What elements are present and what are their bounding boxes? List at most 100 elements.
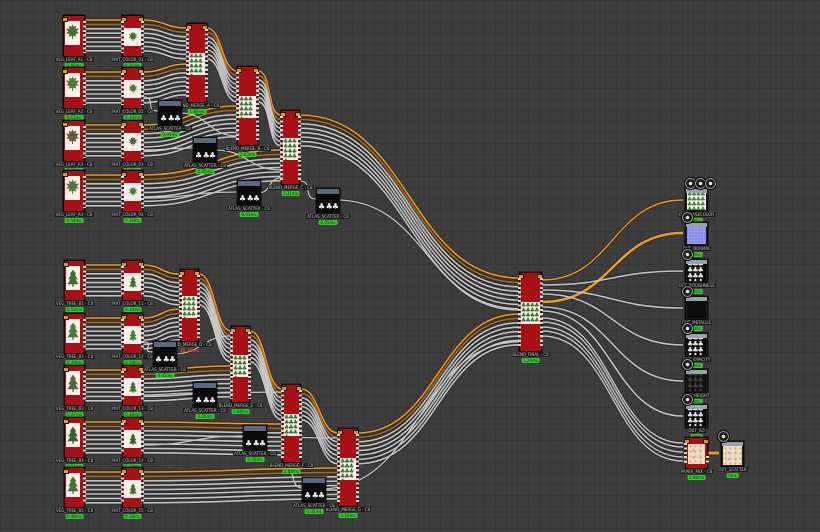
wire[interactable] xyxy=(142,166,282,194)
wire[interactable] xyxy=(142,435,244,446)
output-ports[interactable] xyxy=(141,126,144,158)
wire[interactable] xyxy=(541,335,684,462)
wire[interactable] xyxy=(142,369,232,376)
wire[interactable] xyxy=(257,96,282,143)
wire[interactable] xyxy=(142,290,181,302)
output-pin-icon[interactable] xyxy=(718,431,729,442)
wire[interactable] xyxy=(198,273,232,332)
wire[interactable] xyxy=(541,330,684,458)
input-port-orange[interactable] xyxy=(281,386,287,391)
wire[interactable] xyxy=(299,131,520,297)
wire[interactable] xyxy=(142,396,232,402)
input-port-orange[interactable] xyxy=(63,262,69,267)
input-ports[interactable] xyxy=(121,266,124,297)
wire[interactable] xyxy=(257,92,282,138)
wire[interactable] xyxy=(142,32,188,42)
output-ports[interactable] xyxy=(540,278,543,348)
input-ports[interactable] xyxy=(337,434,340,503)
wire[interactable] xyxy=(300,419,339,465)
wire[interactable] xyxy=(198,286,232,345)
wire[interactable] xyxy=(206,49,238,94)
input-port-orange[interactable] xyxy=(62,172,68,177)
output-ports[interactable] xyxy=(141,423,144,454)
wire[interactable] xyxy=(356,313,520,434)
wire[interactable] xyxy=(541,231,684,304)
output-ports[interactable] xyxy=(83,319,86,350)
wire[interactable] xyxy=(249,343,283,403)
input-port-orange[interactable] xyxy=(280,112,286,117)
wire[interactable] xyxy=(142,321,181,332)
wire[interactable] xyxy=(356,322,520,443)
input-port-orange[interactable] xyxy=(63,315,69,320)
output-ports[interactable] xyxy=(83,73,86,105)
output-ports[interactable] xyxy=(83,126,86,158)
wire[interactable] xyxy=(249,356,283,417)
merge-node-mla[interactable]: ♣♣♣♣♣♣♣♣♣♣♣♣♣♣♣♣BLEND_MERGE_D - C835.36m… xyxy=(166,269,213,353)
input-port-orange[interactable] xyxy=(236,68,242,73)
input-port-orange[interactable] xyxy=(121,17,127,22)
input-ports[interactable] xyxy=(121,473,124,504)
wire[interactable] xyxy=(142,175,282,203)
output-ports[interactable] xyxy=(83,176,86,208)
wire[interactable] xyxy=(198,282,232,341)
wire[interactable] xyxy=(541,293,684,346)
wire[interactable] xyxy=(249,347,283,408)
input-ports[interactable] xyxy=(281,390,284,459)
wire[interactable] xyxy=(142,131,238,153)
output-pin-icon[interactable] xyxy=(705,178,716,189)
wire[interactable] xyxy=(142,63,188,73)
merge-node-mlc[interactable]: ♣♣♣♣♣♣♣♣♣♣♣♣♣♣♣♣BLEND_MERGE_F - C82.88ms xyxy=(268,384,315,474)
output-ports[interactable] xyxy=(141,73,144,105)
wire[interactable] xyxy=(198,304,232,363)
input-port-orange[interactable] xyxy=(62,17,68,22)
input-port-orange[interactable] xyxy=(121,419,127,424)
wire[interactable] xyxy=(142,171,282,198)
output-ports[interactable] xyxy=(356,434,359,503)
wire[interactable] xyxy=(142,67,188,78)
output-ports[interactable] xyxy=(248,332,251,399)
wire[interactable] xyxy=(142,127,238,148)
wire[interactable] xyxy=(142,36,188,47)
input-ports[interactable] xyxy=(179,275,182,338)
wire[interactable] xyxy=(299,136,520,301)
wire[interactable] xyxy=(142,476,339,482)
input-port-orange[interactable] xyxy=(186,25,192,30)
output-pin-icon[interactable] xyxy=(682,212,693,223)
output-ports[interactable] xyxy=(83,371,86,402)
output-ports[interactable] xyxy=(141,319,144,350)
wire[interactable] xyxy=(142,341,154,353)
input-port-orange[interactable] xyxy=(179,271,185,276)
wire[interactable] xyxy=(142,281,181,293)
output-ports[interactable] xyxy=(83,473,86,504)
wire[interactable] xyxy=(142,28,188,38)
wire[interactable] xyxy=(142,94,188,104)
input-ports[interactable] xyxy=(121,423,124,454)
wire[interactable] xyxy=(249,330,283,390)
wire[interactable] xyxy=(142,80,188,91)
output-pin-icon[interactable] xyxy=(682,286,693,297)
wire[interactable] xyxy=(299,140,520,306)
wire[interactable] xyxy=(249,352,283,412)
merge-node-ma[interactable]: ♣♣♣♣♣♣♣♣♣♣♣♣♣♣♣♣BLEND_MERGE_A - C81.84ms xyxy=(173,23,221,114)
output-ports[interactable] xyxy=(83,266,86,297)
wire[interactable] xyxy=(300,410,339,456)
output-pin-icon[interactable] xyxy=(682,249,693,260)
wire[interactable] xyxy=(300,397,339,443)
merge-node-mb[interactable]: ♣♣♣♣♣♣♣♣♣♣♣♣♣♣♣♣BLEND_MERGE_B - C82.03ms xyxy=(224,66,271,157)
wire[interactable] xyxy=(300,401,339,447)
input-port-orange[interactable] xyxy=(121,172,127,177)
wire[interactable] xyxy=(142,295,181,306)
wire[interactable] xyxy=(206,40,238,85)
